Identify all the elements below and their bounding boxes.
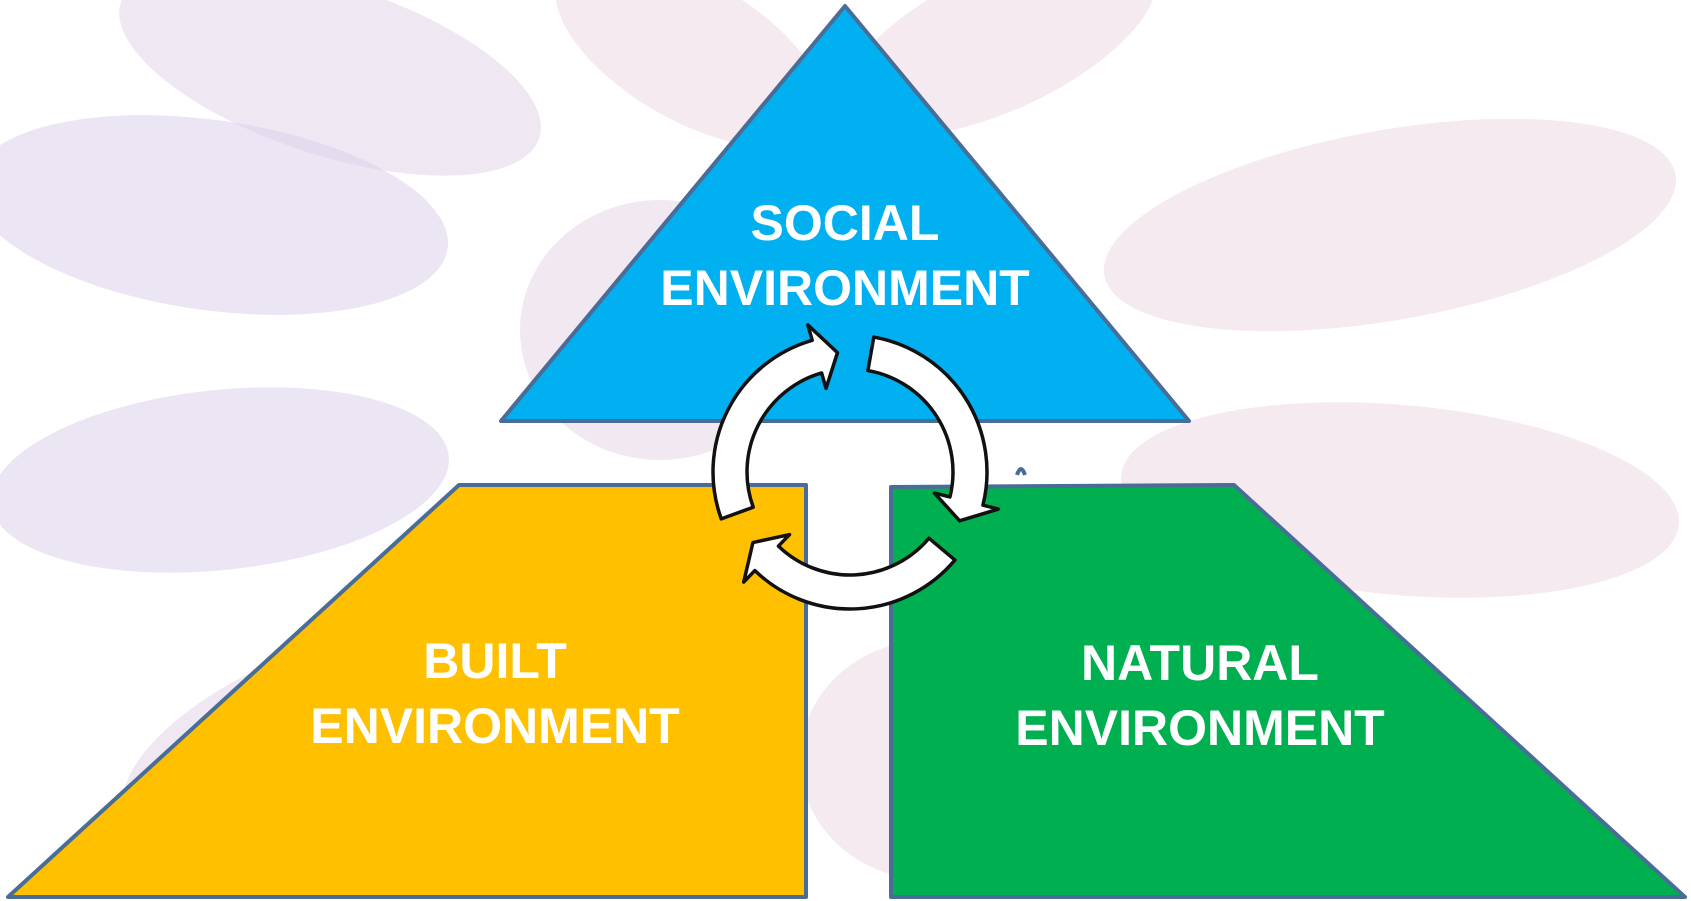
background-petal [0,115,449,315]
cycle-arrows-icon [711,323,1001,611]
cycle-arrow-icon [741,532,957,611]
social-environment-triangle [499,4,1191,423]
background-petal [1103,118,1677,332]
natural-label-line2: ENVIRONMENT [1015,700,1384,756]
small-mark [1015,467,1027,476]
cycle-arrow-icon [866,335,1001,523]
built-label-line2: ENVIRONMENT [310,698,679,754]
natural-environment-trapezoid [889,483,1687,899]
built-label-line1: BUILT [423,633,566,689]
cycle-arrow-icon [711,323,840,521]
background-petal [119,0,541,176]
background-petal [843,0,1157,136]
natural-label-line1: NATURAL [1081,635,1319,691]
built-environment-trapezoid [6,483,808,899]
background-petal [0,387,449,573]
social-label-line1: SOCIAL [751,195,940,251]
background-petal [555,0,825,147]
social-label-line2: ENVIRONMENT [660,260,1029,316]
